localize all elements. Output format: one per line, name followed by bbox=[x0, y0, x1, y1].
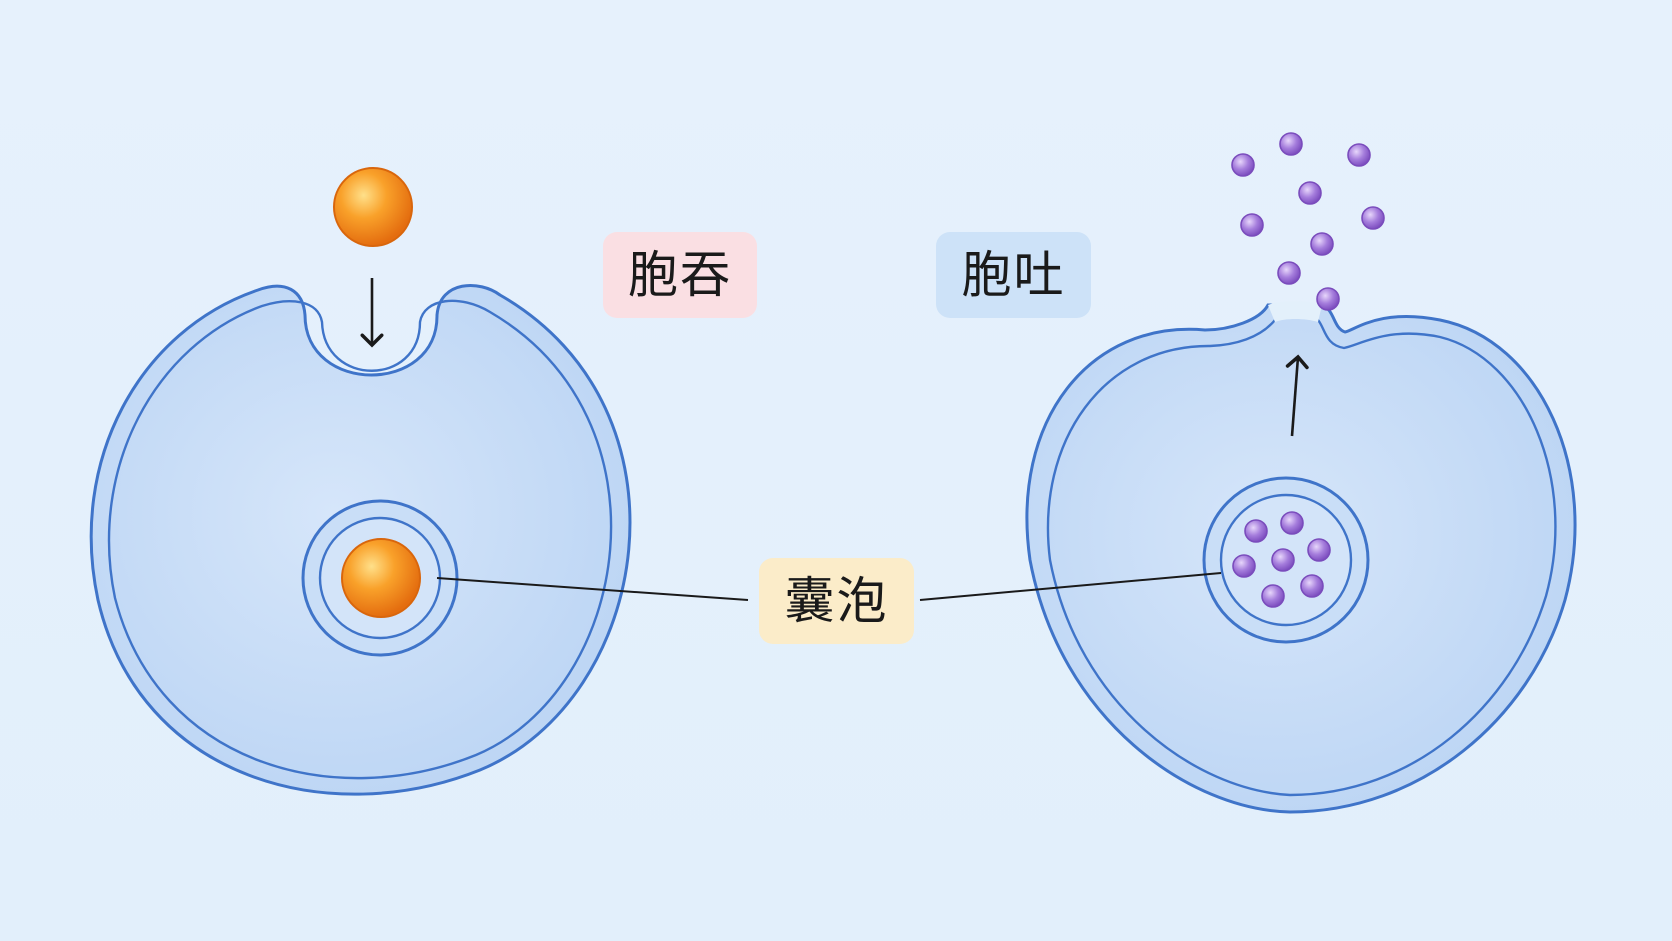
purple-particle bbox=[1298, 181, 1322, 205]
purple-particle bbox=[1261, 584, 1285, 608]
purple-particle bbox=[1279, 132, 1303, 156]
vesicle-label: 囊泡 bbox=[759, 558, 914, 644]
purple-particle bbox=[1240, 213, 1264, 237]
exocytosis-arrow bbox=[1285, 354, 1309, 437]
purple-particle bbox=[1280, 511, 1304, 535]
exocytosis-cell-inner-membrane bbox=[1046, 319, 1557, 797]
orange-particle-outside bbox=[333, 167, 413, 247]
purple-particle bbox=[1347, 143, 1371, 167]
endocytosis-cell bbox=[89, 167, 632, 796]
purple-particle bbox=[1232, 554, 1256, 578]
endocytosis-cell-inner-membrane bbox=[107, 299, 613, 780]
purple-particle bbox=[1231, 153, 1255, 177]
purple-particles-released bbox=[1231, 132, 1385, 311]
vesicle-leader-line-right bbox=[919, 572, 1222, 601]
purple-particle bbox=[1300, 574, 1324, 598]
purple-particle bbox=[1244, 519, 1268, 543]
purple-particle bbox=[1361, 206, 1385, 230]
exocytosis-cell bbox=[1025, 132, 1577, 814]
exocytosis-label: 胞吐 bbox=[936, 232, 1091, 318]
purple-particle bbox=[1271, 548, 1295, 572]
orange-particle-in-vesicle bbox=[341, 538, 421, 618]
endocytosis-label: 胞吞 bbox=[603, 232, 757, 318]
purple-particle bbox=[1307, 538, 1331, 562]
exocytosis-pore bbox=[1268, 301, 1322, 322]
purple-particle bbox=[1277, 261, 1301, 285]
purple-particles-in-vesicle bbox=[1232, 511, 1331, 608]
vesicle-leader-line-left bbox=[436, 577, 749, 601]
purple-particle bbox=[1310, 232, 1334, 256]
purple-particle bbox=[1316, 287, 1340, 311]
